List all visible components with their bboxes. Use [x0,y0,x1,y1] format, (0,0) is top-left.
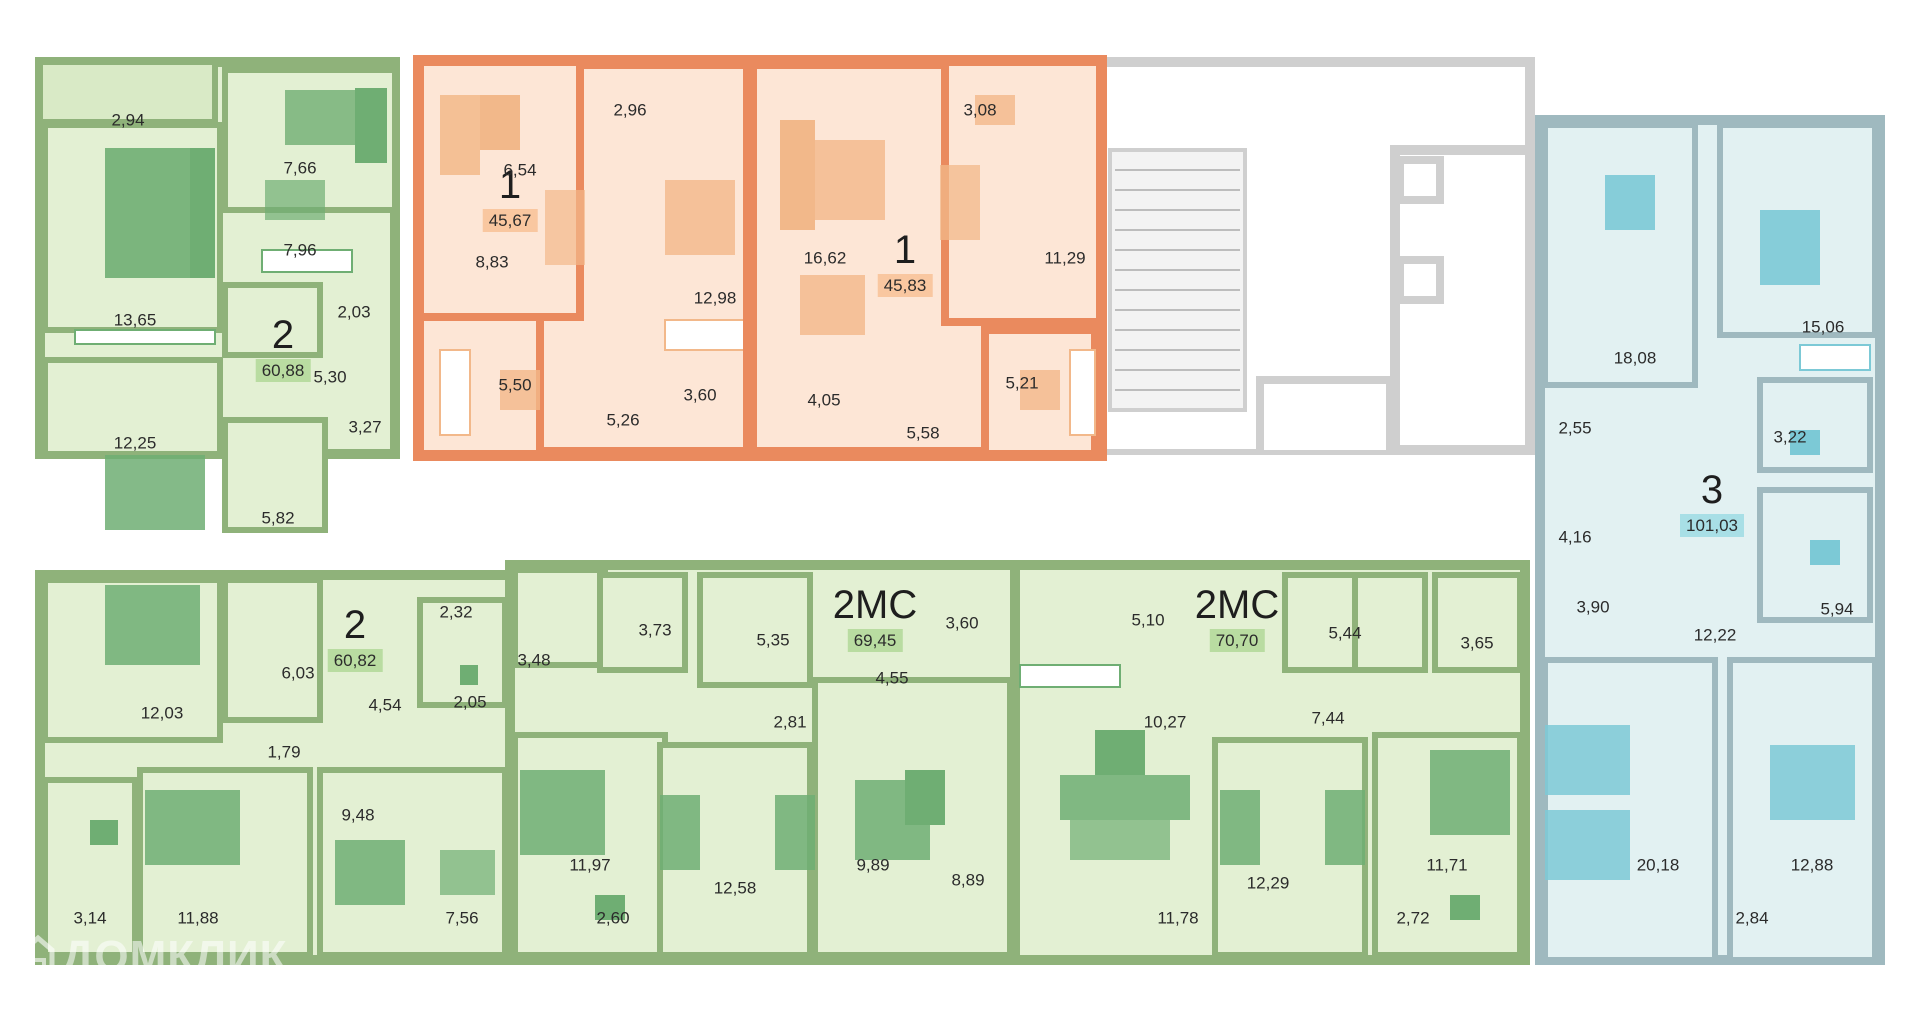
room-area-label: 5,26 [606,410,640,430]
room-area-label: 3,27 [348,417,382,437]
room-area-label: 2,84 [1735,908,1769,928]
room-area-label: 12,22 [1693,625,1737,645]
unit-rooms-count: 1 [498,163,522,207]
room-area-label: 11,71 [1426,855,1468,875]
room-area-label: 11,29 [1044,248,1086,268]
unit-3-shape [1535,115,1885,965]
unit-area-badge: 69,45 [847,629,903,652]
room-area-label: 10,27 [1143,712,1187,732]
room-area-label: 9,48 [341,805,375,825]
room-area-label: 12,03 [140,703,184,723]
unit-area-badge: 70,70 [1209,629,1265,652]
room-area-label: 12,25 [113,433,157,453]
room-area-label: 12,58 [713,878,757,898]
unit-rooms-count: 3 [1700,468,1724,512]
room-area-label: 2,05 [453,692,487,712]
unit-marker[interactable]: 2 60,82 [327,603,383,672]
room-area-label: 8,83 [475,252,509,272]
room-area-label: 3,60 [683,385,717,405]
room-area-label: 18,08 [1613,348,1657,368]
room-area-label: 2,96 [613,100,647,120]
room-area-label: 11,97 [569,855,611,875]
room-area-label: 3,65 [1460,633,1494,653]
room-area-label: 3,22 [1773,427,1807,447]
room-area-label: 2,60 [596,908,630,928]
room-area-label: 2,55 [1558,418,1592,438]
room-area-label: 4,54 [368,695,402,715]
room-area-label: 2,03 [337,302,371,322]
room-area-label: 11,78 [1157,908,1199,928]
room-area-label: 4,05 [807,390,841,410]
domclick-watermark: ДОМКЛИК [62,932,288,981]
room-area-label: 9,89 [856,855,890,875]
room-area-label: 3,73 [638,620,672,640]
room-area-label: 7,66 [283,158,317,178]
unit-area-badge: 60,82 [327,649,383,672]
room-area-label: 5,50 [498,375,532,395]
room-area-label: 11,88 [177,908,219,928]
room-area-label: 3,08 [963,100,997,120]
unit-2-bottom-shape [35,570,515,965]
room-area-label: 20,18 [1636,855,1680,875]
unit-rooms-count: 1 [893,228,917,272]
unit-1-right-shape [743,55,1107,461]
room-area-label: 12,98 [693,288,737,308]
room-area-label: 16,62 [803,248,847,268]
unit-rooms-count: 2МС [832,583,918,627]
unit-2mc-right-shape [1010,560,1530,965]
room-area-label: 5,44 [1328,623,1362,643]
room-area-label: 5,58 [906,423,940,443]
room-area-label: 15,06 [1801,317,1845,337]
room-area-label: 3,48 [517,650,551,670]
room-area-label: 2,81 [773,712,807,732]
room-area-label: 7,96 [283,240,317,260]
room-area-label: 5,21 [1005,373,1039,393]
room-area-label: 4,16 [1558,527,1592,547]
unit-area-badge: 60,88 [255,359,311,382]
room-area-label: 3,90 [1576,597,1610,617]
unit-2mc-left-shape [505,560,1020,965]
room-area-label: 7,56 [445,908,479,928]
room-area-label: 3,60 [945,613,979,633]
unit-marker[interactable]: 2МС 69,45 [833,585,917,652]
room-area-label: 5,94 [1820,599,1854,619]
room-area-label: 2,32 [439,602,473,622]
room-area-label: 2,94 [111,110,145,130]
domclick-logo-icon [21,934,55,972]
room-area-label: 7,44 [1311,708,1345,728]
room-area-label: 4,55 [875,668,909,688]
unit-1-left-shape [413,55,757,461]
room-area-label: 13,65 [113,310,157,330]
room-area-label: 6,54 [503,160,537,180]
unit-marker[interactable]: 2 60,88 [255,313,311,382]
room-area-label: 6,03 [281,663,315,683]
room-area-label: 3,14 [73,908,107,928]
room-area-label: 1,79 [267,742,301,762]
unit-rooms-count: 2 [343,603,367,647]
corridor [340,455,1540,555]
unit-area-badge: 101,03 [1680,514,1744,537]
unit-marker[interactable]: 2МС 70,70 [1195,585,1279,652]
room-area-label: 12,29 [1246,873,1290,893]
unit-marker[interactable]: 1 45,83 [877,228,933,297]
unit-marker[interactable]: 3 101,03 [1680,470,1744,537]
unit-rooms-count: 2МС [1194,583,1280,627]
room-area-label: 5,82 [261,508,295,528]
room-area-label: 5,30 [313,367,347,387]
room-area-label: 5,10 [1131,610,1165,630]
room-area-label: 8,89 [951,870,985,890]
unit-marker[interactable]: 1 45,67 [482,163,538,232]
room-area-label: 2,72 [1396,908,1430,928]
unit-2-top-shape [35,57,400,533]
room-area-label: 12,88 [1790,855,1834,875]
room-area-label: 5,35 [756,630,790,650]
unit-area-badge: 45,67 [482,209,538,232]
core-stairwell [1095,57,1535,459]
unit-area-badge: 45,83 [877,274,933,297]
unit-rooms-count: 2 [271,313,295,357]
